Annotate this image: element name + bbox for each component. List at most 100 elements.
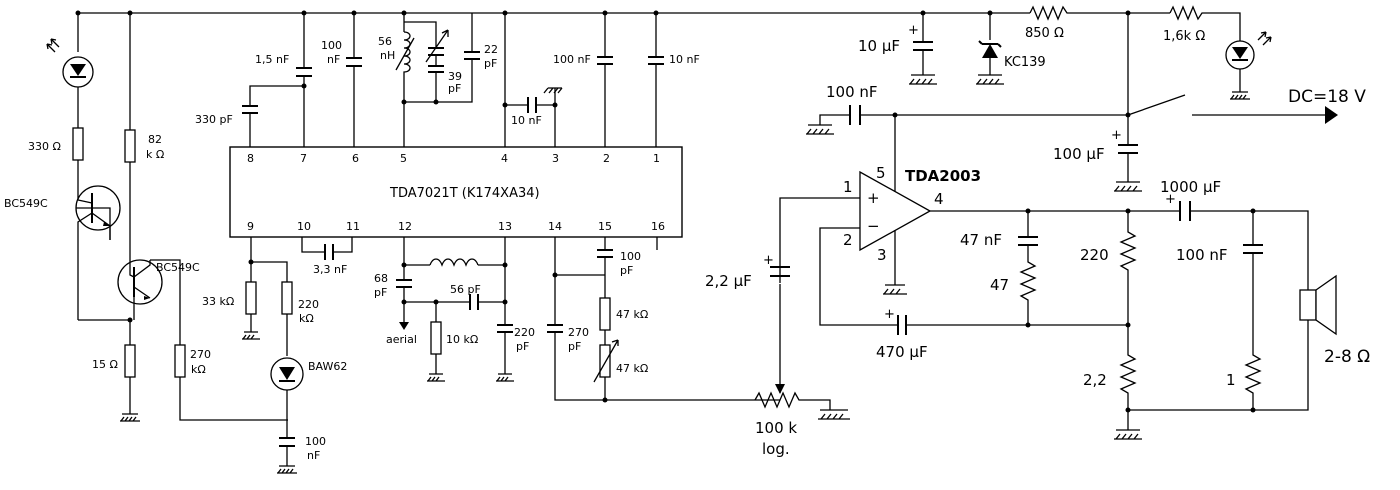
component-label: 220: [1080, 246, 1109, 264]
capacitor-100n-b: [597, 56, 613, 65]
component-label: 3,3 nF: [313, 263, 347, 276]
inductor-tuning-arrow: [395, 37, 415, 71]
component-label: 220: [514, 326, 535, 339]
ground-10u: [909, 50, 937, 85]
ic-tda7021t: TDA7021T (K174XA34) 8 7 6 5 4 3 2 1 9 10…: [229, 146, 683, 238]
component-label: 8: [247, 152, 254, 165]
ground-100u: [1114, 153, 1142, 192]
component-label: 270: [568, 326, 589, 339]
junction-dots: [75, 10, 1256, 413]
component-label: +: [1111, 128, 1122, 143]
ground-led: [1230, 69, 1250, 100]
led-icon: [70, 64, 86, 76]
component-label: 68: [374, 272, 388, 285]
component-label: pF: [374, 286, 387, 299]
component-label: 12: [398, 220, 412, 233]
ground-220p: [496, 332, 514, 382]
resistor-33k: [245, 281, 257, 315]
capacitor-56p: [469, 294, 479, 310]
component-label: 330 Ω: [28, 140, 61, 153]
component-label: +: [763, 253, 774, 268]
capacitor-10u: [913, 41, 933, 51]
inductor-56nh: [403, 31, 411, 102]
ic-tda2003-label: TDA2003: [905, 167, 981, 185]
component-label: 470 µF: [876, 343, 928, 361]
capacitor-10n-a: [527, 97, 537, 113]
component-label: pF: [568, 340, 581, 353]
component-label: aerial: [386, 333, 417, 346]
capacitor-270p: [547, 324, 563, 333]
component-label: +: [867, 189, 880, 207]
component-label: 3: [877, 246, 887, 264]
component-label: 10 kΩ: [446, 333, 478, 346]
capacitor-39p: [428, 65, 444, 73]
component-label: 100 k: [755, 419, 797, 437]
resistor-47: [1019, 245, 1037, 325]
component-label: 1: [1226, 371, 1236, 389]
component-label: 5: [400, 152, 407, 165]
component-label: 100 nF: [1176, 246, 1228, 264]
ic1-top-wiring: 1,5 nF 330 pF 100 nF 56 nH 39 pF 22 pF: [195, 13, 700, 147]
component-label: kΩ: [191, 363, 206, 376]
component-label: 13: [498, 220, 512, 233]
component-label: 850 Ω: [1025, 26, 1064, 41]
resistor-220k: [281, 281, 293, 315]
component-label: 10 nF: [511, 114, 542, 127]
component-label: 2: [603, 152, 610, 165]
component-label: 14: [548, 220, 562, 233]
ic-tda7021t-bottom-pins: 9 10 11 12 13 14 15 16: [247, 220, 665, 233]
component-label: 10 µF: [858, 37, 900, 55]
component-label: 100: [620, 250, 641, 263]
capacitor-68p: [396, 279, 412, 288]
zener-kc139-icon: [982, 44, 998, 58]
component-label: 2-8 Ω: [1324, 347, 1370, 367]
af-output-section: 270 pF 100 pF 47 kΩ 47 kΩ: [547, 237, 780, 401]
ground-amp: [883, 230, 907, 295]
component-label: kΩ: [299, 312, 314, 325]
ic-tda7021t-label: TDA7021T (K174XA34): [389, 186, 540, 201]
resistor-47k-b: [599, 344, 611, 378]
component-label: 3: [552, 152, 559, 165]
capacitor-100u: [1118, 144, 1138, 154]
component-label: 1,6k Ω: [1163, 29, 1205, 44]
capacitor-1n5: [296, 67, 312, 77]
component-label: BC549C: [156, 261, 200, 274]
ground-33k: [242, 314, 260, 340]
resistor-47k-a: [599, 297, 611, 331]
capacitor-100n-e: [279, 437, 295, 447]
component-label: 9: [247, 220, 254, 233]
capacitor-47n: [1018, 236, 1038, 246]
component-label: DC=18 V: [1288, 87, 1366, 107]
component-label: nF: [307, 449, 320, 462]
component-label: 2: [843, 231, 853, 249]
wiper-arrow-icon: [775, 384, 785, 394]
component-label: 10 nF: [669, 53, 700, 66]
component-label: 10: [297, 220, 311, 233]
component-label: 1000 µF: [1160, 178, 1221, 196]
potentiometer-100k: 100 k log. + 2,2 µF: [705, 197, 860, 458]
capacitor-1000u: [1179, 201, 1191, 221]
capacitor-100n-d: [1243, 244, 1263, 254]
component-label: 82: [148, 133, 162, 146]
capacitor-470u: [897, 315, 907, 335]
component-label: 1: [843, 178, 853, 196]
output-network: 47 nF 47 220 2,2 100 nF 1 2-8 Ω: [75, 10, 1370, 440]
component-label: 16: [651, 220, 665, 233]
resistor-10k: [430, 321, 442, 355]
component-label: 100 nF: [826, 83, 878, 101]
ground-pin3: [543, 87, 563, 94]
component-label: 4: [934, 190, 944, 208]
component-label: BAW62: [308, 360, 347, 373]
capacitor-330p: [242, 105, 258, 114]
left-detector-section: 330 Ω BC549C 82 k Ω BC549C 15 Ω 270 kΩ: [4, 13, 288, 422]
component-label: 4: [501, 152, 508, 165]
amplifier-tda2003: + − TDA2003 1 2 3 4 5 + 470 µF + 1000 µF: [819, 115, 1309, 361]
power-switch: [895, 13, 1186, 116]
ground-zener: [976, 58, 1004, 85]
ground-10k: [427, 354, 445, 382]
capacitor-22p: [464, 51, 480, 60]
aerial-icon: [399, 322, 409, 330]
resistor-15: [124, 344, 136, 378]
component-label: 11: [346, 220, 360, 233]
component-label: log.: [762, 440, 790, 458]
